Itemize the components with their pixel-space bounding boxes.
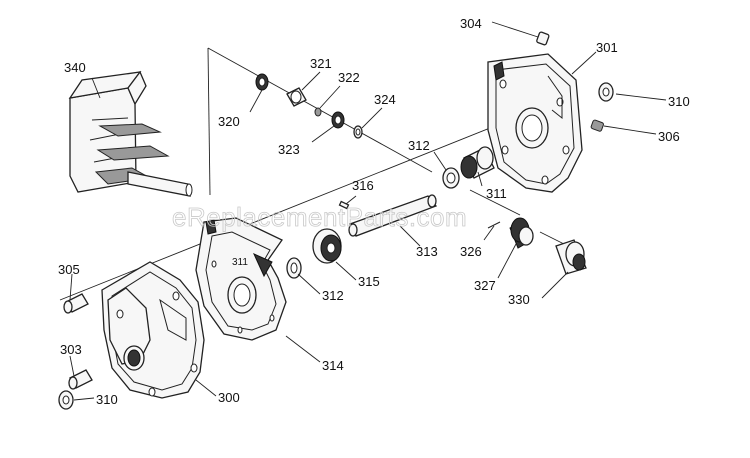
label-306: 306 bbox=[658, 129, 680, 144]
part-labels: 340 320 321 322 323 324 304 301 310 306 … bbox=[58, 16, 690, 407]
small-parts-320-324 bbox=[255, 73, 363, 139]
label-321: 321 bbox=[310, 56, 332, 71]
bushing-330 bbox=[555, 239, 587, 275]
label-310-right: 310 bbox=[668, 94, 690, 109]
label-316: 316 bbox=[352, 178, 374, 193]
shaft-313 bbox=[348, 194, 438, 237]
bolt-303 bbox=[68, 369, 93, 390]
label-312-upper: 312 bbox=[408, 138, 430, 153]
leader-lines bbox=[69, 21, 667, 401]
label-311-lower: 311 bbox=[232, 257, 248, 268]
pin-326 bbox=[487, 221, 501, 229]
label-340: 340 bbox=[64, 60, 86, 75]
label-305: 305 bbox=[58, 262, 80, 277]
label-312-lower: 312 bbox=[322, 288, 344, 303]
set-screw-306 bbox=[590, 119, 604, 132]
label-303: 303 bbox=[60, 342, 82, 357]
washer-310-left bbox=[58, 390, 74, 410]
bolt-305 bbox=[63, 293, 89, 314]
label-330: 330 bbox=[508, 292, 530, 307]
label-324: 324 bbox=[374, 92, 396, 107]
auger-assembly-340 bbox=[68, 70, 193, 197]
label-315: 315 bbox=[358, 274, 380, 289]
watermark-text: eReplacementParts.com bbox=[172, 202, 467, 232]
label-314: 314 bbox=[322, 358, 344, 373]
label-322: 322 bbox=[338, 70, 360, 85]
gear-315 bbox=[312, 228, 342, 264]
key-316 bbox=[338, 200, 350, 210]
bushing-311-upper bbox=[460, 146, 495, 179]
label-304: 304 bbox=[460, 16, 482, 31]
label-300: 300 bbox=[218, 390, 240, 405]
bolt-304 bbox=[536, 31, 550, 46]
washer-312-upper bbox=[442, 167, 460, 189]
label-320: 320 bbox=[218, 114, 240, 129]
label-311-upper: 311 bbox=[486, 186, 507, 201]
washer-310-right bbox=[598, 82, 614, 102]
label-310-left: 310 bbox=[96, 392, 118, 407]
washer-312-lower bbox=[286, 257, 302, 279]
left-housing-300 bbox=[101, 261, 205, 399]
gear-327 bbox=[509, 217, 534, 249]
label-326: 326 bbox=[460, 244, 482, 259]
gasket-plate-314 bbox=[195, 217, 287, 341]
label-313: 313 bbox=[416, 244, 438, 259]
label-301: 301 bbox=[596, 40, 618, 55]
label-327: 327 bbox=[474, 278, 496, 293]
label-323: 323 bbox=[278, 142, 300, 157]
right-housing-301 bbox=[487, 53, 583, 193]
